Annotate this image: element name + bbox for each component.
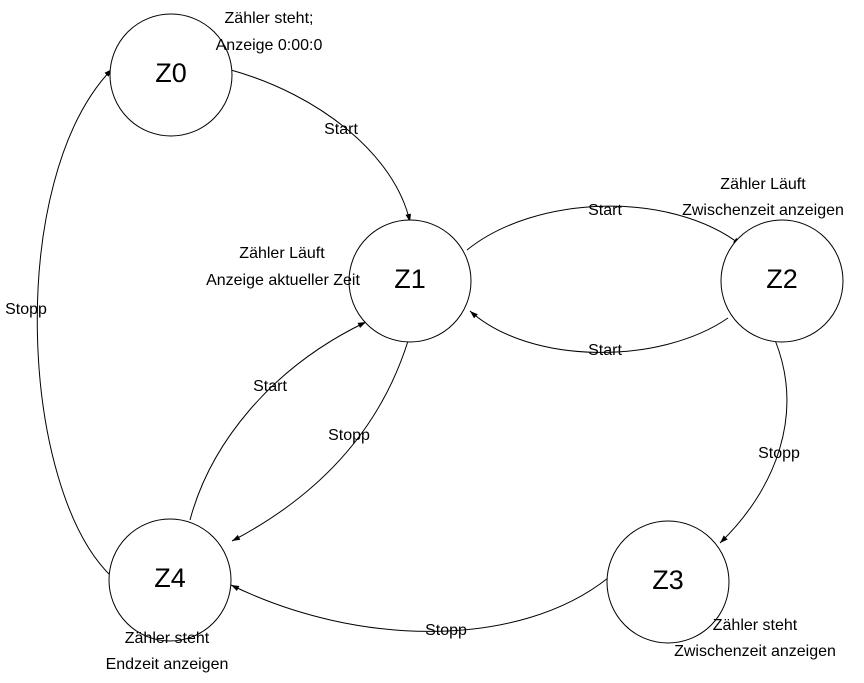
state-z0: Z0 bbox=[109, 13, 233, 137]
state-note-z3-line1: Zähler steht bbox=[713, 617, 798, 634]
state-note-z4-line1: Zähler steht bbox=[125, 630, 210, 647]
state-label: Z4 bbox=[154, 563, 186, 593]
edge-z3-z4 bbox=[230, 577, 609, 632]
state-label: Z3 bbox=[652, 565, 684, 595]
edge-label-z2-z3: Stopp bbox=[758, 445, 800, 462]
edge-label-z4-z0: Stopp bbox=[5, 301, 47, 318]
edge-label-z3-z4: Stopp bbox=[425, 622, 467, 639]
edge-z4-z1 bbox=[189, 321, 367, 521]
edge-label-z2-z1: Start bbox=[588, 342, 622, 359]
edge-label-z0-z1: Start bbox=[324, 121, 358, 138]
edge-z0-z1 bbox=[230, 69, 411, 223]
state-z4: Z4 bbox=[108, 518, 232, 642]
edge-z1-z4 bbox=[231, 340, 409, 542]
state-note-z2-line1: Zähler Läuft bbox=[720, 176, 806, 193]
state-z1: Z1 bbox=[348, 219, 472, 343]
edge-z2-z3 bbox=[719, 339, 788, 544]
state-z2: Z2 bbox=[720, 219, 844, 343]
state-label: Z1 bbox=[394, 264, 426, 294]
state-note-z2-line2: Zwischenzeit anzeigen bbox=[682, 202, 844, 219]
edge-label-z1-z4: Stopp bbox=[328, 427, 370, 444]
state-note-z4-line2: Endzeit anzeigen bbox=[106, 656, 229, 673]
edge-z2-z1 bbox=[469, 310, 729, 353]
state-note-z1-line1: Zähler Läuft bbox=[239, 245, 325, 262]
edge-z1-z2 bbox=[466, 205, 742, 251]
edge-z4-z0 bbox=[36, 68, 113, 578]
edge-label-z1-z2: Start bbox=[588, 202, 622, 219]
state-note-z0-line1: Zähler steht; bbox=[225, 10, 314, 27]
state-label: Z0 bbox=[155, 58, 187, 88]
state-note-z0-line2: Anzeige 0:00:0 bbox=[216, 37, 323, 54]
state-note-z1-line2: Anzeige aktueller Zeit bbox=[206, 272, 360, 289]
state-note-z3-line2: Zwischenzeit anzeigen bbox=[674, 643, 836, 660]
edge-label-z4-z1: Start bbox=[253, 378, 287, 395]
state-label: Z2 bbox=[766, 264, 798, 294]
state-z3: Z3 bbox=[606, 520, 730, 644]
